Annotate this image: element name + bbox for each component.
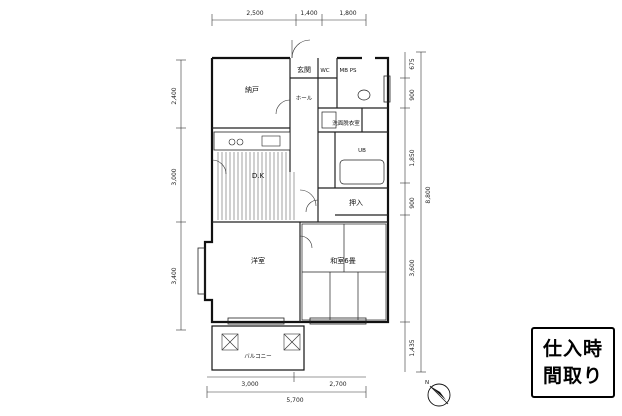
dim-left-3: 3,400 (171, 267, 178, 284)
sink-icon (261, 135, 281, 147)
dim-right-1: 675 (409, 58, 416, 70)
dimension-lines (176, 14, 426, 398)
room-label-closet: 押入 (349, 198, 363, 207)
dim-top-1: 2,500 (246, 10, 263, 17)
room-label-dk: D.K (252, 172, 265, 180)
north-arrow-icon (427, 383, 451, 407)
room-label-washroom: 洗面脱衣室 (332, 119, 360, 127)
dim-left-2: 3,000 (171, 168, 178, 185)
dim-left-1: 2,400 (171, 87, 178, 104)
bathtub-icon (339, 159, 385, 185)
stove-burner-icon (236, 138, 244, 146)
room-label-japanese: 和室6畳 (330, 256, 355, 265)
interior-walls (212, 58, 388, 322)
dim-top-2: 1,400 (300, 10, 317, 17)
room-label-toilet: WC (320, 68, 329, 74)
room-label-mb-ps: MB PS (339, 68, 357, 74)
dim-bottom-2: 2,700 (329, 381, 346, 388)
balcony-outline (211, 325, 305, 371)
dim-bottom-1: 3,000 (241, 381, 258, 388)
room-label-western: 洋室 (251, 256, 265, 265)
stamp-line-2: 間取り (542, 364, 603, 387)
exterior-walls (203, 56, 390, 324)
toilet-icon (357, 89, 371, 101)
balcony-hatch (221, 333, 301, 351)
windows (197, 75, 391, 325)
room-label-entrance: 玄関 (297, 65, 311, 74)
dim-right-3: 1,850 (409, 149, 416, 166)
tatami-mats (301, 223, 387, 321)
dim-right-total: 8,800 (425, 186, 432, 203)
dim-top-3: 1,800 (339, 10, 356, 17)
stove-burner-icon (228, 138, 236, 146)
stamp-line-1: 仕入時 (542, 337, 603, 360)
north-label: N (425, 380, 429, 386)
room-label-unit-bath: UB (358, 148, 366, 154)
wash-basin-icon (321, 111, 337, 129)
dim-right-5: 3,600 (409, 259, 416, 276)
dk-floor-hatch (217, 152, 295, 220)
dim-right-6: 1,435 (409, 339, 416, 356)
dim-right-4: 900 (409, 197, 416, 209)
dim-bottom-total: 5,700 (286, 397, 303, 404)
acquisition-floorplan-stamp: 仕入時 間取り (531, 327, 615, 398)
room-label-storage: 納戸 (245, 85, 259, 94)
kitchen-counter (213, 131, 291, 151)
room-label-balcony: バルコニー (244, 353, 271, 360)
dim-right-2: 900 (409, 89, 416, 101)
door-swings (211, 39, 319, 249)
room-label-hall: ホール (296, 95, 313, 102)
